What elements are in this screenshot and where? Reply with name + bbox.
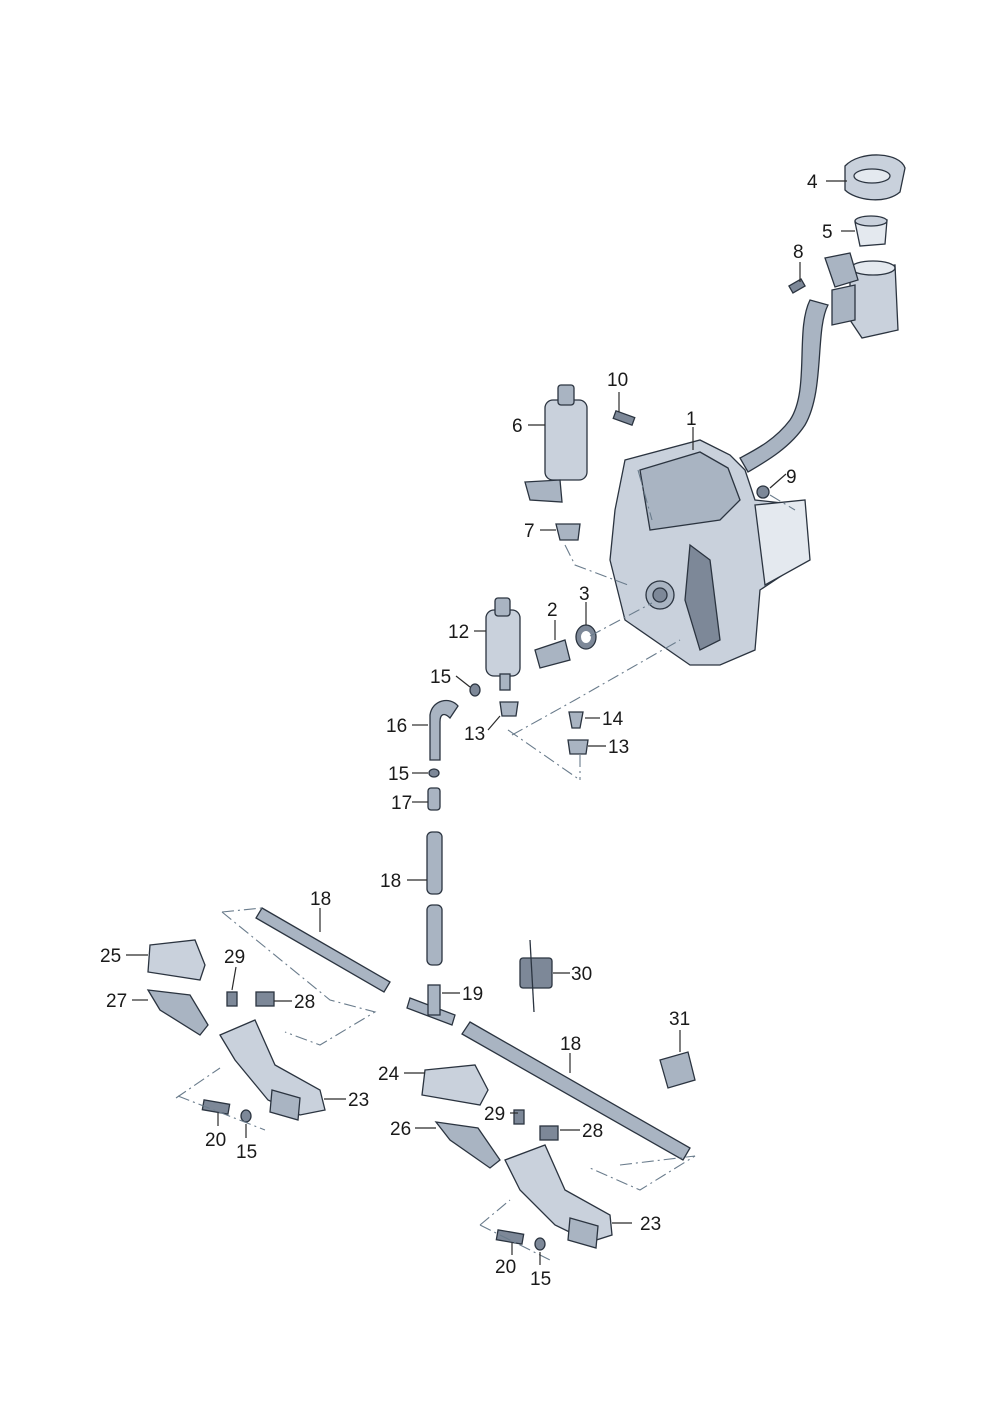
callout-18b: 18 — [310, 889, 331, 910]
callout-18c: 18 — [560, 1034, 581, 1055]
callout-15a: 15 — [430, 667, 451, 688]
connector-icon — [427, 787, 441, 811]
elbow-connector-icon — [429, 699, 459, 761]
hose-icon — [461, 1021, 691, 1161]
seal-ring-icon — [469, 683, 481, 697]
pump-icon — [524, 384, 588, 503]
cover-cap-icon — [147, 939, 206, 981]
callout-23b: 23 — [640, 1214, 661, 1235]
callout-29b: 29 — [484, 1104, 505, 1125]
callout-28b: 28 — [582, 1121, 603, 1142]
grommet-icon — [499, 701, 519, 717]
seal-ring-icon — [240, 1109, 252, 1123]
screw-icon — [226, 991, 238, 1007]
filler-hose-icon — [739, 299, 829, 473]
hose-clip-icon — [519, 939, 553, 1013]
hose-icon — [255, 907, 391, 993]
assembly-lines — [175, 469, 796, 1261]
plug-icon — [568, 711, 584, 729]
pump-icon — [485, 597, 521, 691]
washer-nozzle-icon — [219, 1019, 326, 1121]
callout-23a: 23 — [348, 1090, 369, 1111]
callout-1: 1 — [686, 409, 697, 430]
callout-4: 4 — [807, 172, 818, 193]
strainer-icon — [854, 215, 888, 247]
callout-31: 31 — [669, 1009, 690, 1030]
callout-5: 5 — [822, 222, 833, 243]
clip-nut-icon — [255, 991, 275, 1007]
callout-15d: 15 — [530, 1269, 551, 1290]
leader-lines — [126, 180, 855, 1265]
callout-7: 7 — [524, 521, 535, 542]
callout-9: 9 — [786, 467, 797, 488]
washer-nozzle-icon — [504, 1144, 613, 1249]
nut-icon — [756, 485, 770, 499]
callout-3: 3 — [579, 584, 590, 605]
screw-icon — [788, 278, 806, 294]
callout-20b: 20 — [495, 1257, 516, 1278]
callout-13b: 13 — [608, 737, 629, 758]
screw-icon — [201, 1099, 231, 1115]
connector-piece-icon — [146, 989, 209, 1036]
callout-13: 13 — [464, 724, 485, 745]
callout-28a: 28 — [294, 992, 315, 1013]
callout-labels: 1 2 3 4 5 6 7 8 9 10 12 13 13 14 15 15 1… — [100, 172, 833, 1290]
callout-14: 14 — [602, 709, 624, 730]
washer-fluid-reservoir-icon — [609, 439, 811, 666]
callout-27: 27 — [106, 991, 127, 1012]
callout-8: 8 — [793, 242, 804, 263]
filler-neck-icon — [831, 260, 899, 339]
callout-2: 2 — [547, 600, 558, 621]
screw-icon — [495, 1229, 525, 1245]
hose-icon — [426, 831, 443, 966]
filler-cap-icon — [844, 154, 906, 201]
seal-ring-icon — [575, 624, 597, 650]
callout-17: 17 — [391, 793, 412, 814]
clip-nut-icon — [539, 1125, 559, 1141]
cover-cap-icon — [421, 1064, 489, 1106]
callout-29a: 29 — [224, 947, 245, 968]
callout-15b: 15 — [388, 764, 409, 785]
t-connector-icon — [406, 984, 456, 1026]
callout-25: 25 — [100, 946, 121, 967]
callout-12: 12 — [448, 622, 469, 643]
grommet-icon — [555, 523, 581, 541]
connector-piece-icon — [434, 1121, 501, 1169]
callout-19: 19 — [462, 984, 483, 1005]
level-sensor-icon — [534, 639, 571, 669]
callout-10: 10 — [607, 370, 628, 391]
seal-ring-icon — [428, 768, 440, 778]
callout-26: 26 — [390, 1119, 411, 1140]
callout-20a: 20 — [205, 1130, 226, 1151]
clip-icon — [659, 1051, 696, 1089]
screw-icon — [612, 409, 636, 427]
bracket-icon — [824, 252, 859, 288]
callout-15c: 15 — [236, 1142, 257, 1163]
callout-18a: 18 — [380, 871, 401, 892]
callout-30: 30 — [571, 964, 592, 985]
grommet-icon — [567, 739, 589, 755]
callout-6: 6 — [512, 416, 523, 437]
screw-icon — [513, 1109, 525, 1125]
callout-16: 16 — [386, 716, 407, 737]
seal-ring-icon — [534, 1237, 546, 1251]
callout-24: 24 — [378, 1064, 400, 1085]
